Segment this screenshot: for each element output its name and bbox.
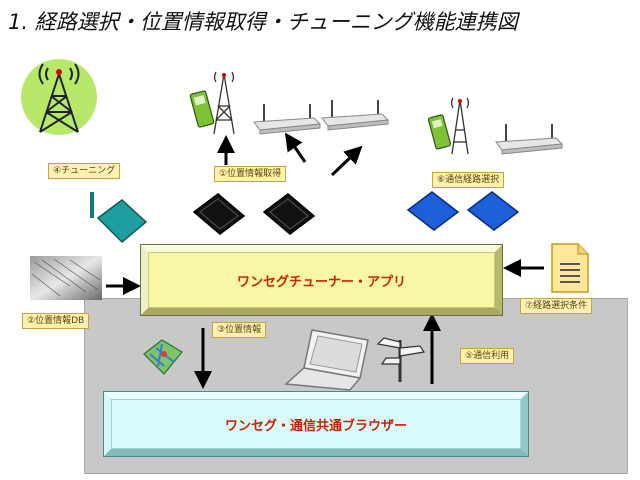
document-icon — [551, 243, 589, 293]
memory-card-icon — [90, 192, 148, 244]
map-icon — [143, 339, 183, 375]
label-comm-use: ⑤通信利用 — [460, 348, 515, 364]
common-browser-box: ワンセグ・通信共通ブラウザー — [103, 391, 529, 457]
page-title: 1. 経路選択・位置情報取得・チューニング機能連携図 — [8, 10, 518, 34]
label-tuning: ④チューニング — [48, 163, 121, 179]
common-browser-label: ワンセグ・通信共通ブラウザー — [224, 418, 407, 434]
signpost-icon — [376, 337, 426, 382]
memory-card-icon — [466, 191, 520, 231]
broadcast-tower-icon — [21, 59, 97, 135]
database-icon — [30, 256, 102, 300]
wifi-router-icon — [253, 104, 322, 135]
tuner-app-box: ワンセグチューナー・アプリ — [140, 244, 503, 316]
wifi-router-icon — [495, 124, 564, 155]
tuner-app-label: ワンセグチューナー・アプリ — [236, 274, 406, 290]
laptop-icon — [284, 329, 369, 391]
wifi-router-icon — [321, 100, 390, 131]
memory-card-icon — [406, 191, 460, 231]
label-position-info: ③位置情報 — [212, 322, 267, 338]
label-position-db: ②位置情報DB — [22, 313, 90, 329]
memory-card-icon — [192, 193, 246, 235]
label-comm-route: ⑥通信経路選択 — [432, 172, 505, 188]
mobile-tower-icon — [189, 71, 235, 135]
memory-card-icon — [262, 193, 316, 235]
mobile-tower-icon — [428, 97, 470, 155]
label-route-conditions: ⑦経路選択条件 — [520, 298, 593, 314]
label-position-get: ①位置情報取得 — [214, 166, 287, 182]
